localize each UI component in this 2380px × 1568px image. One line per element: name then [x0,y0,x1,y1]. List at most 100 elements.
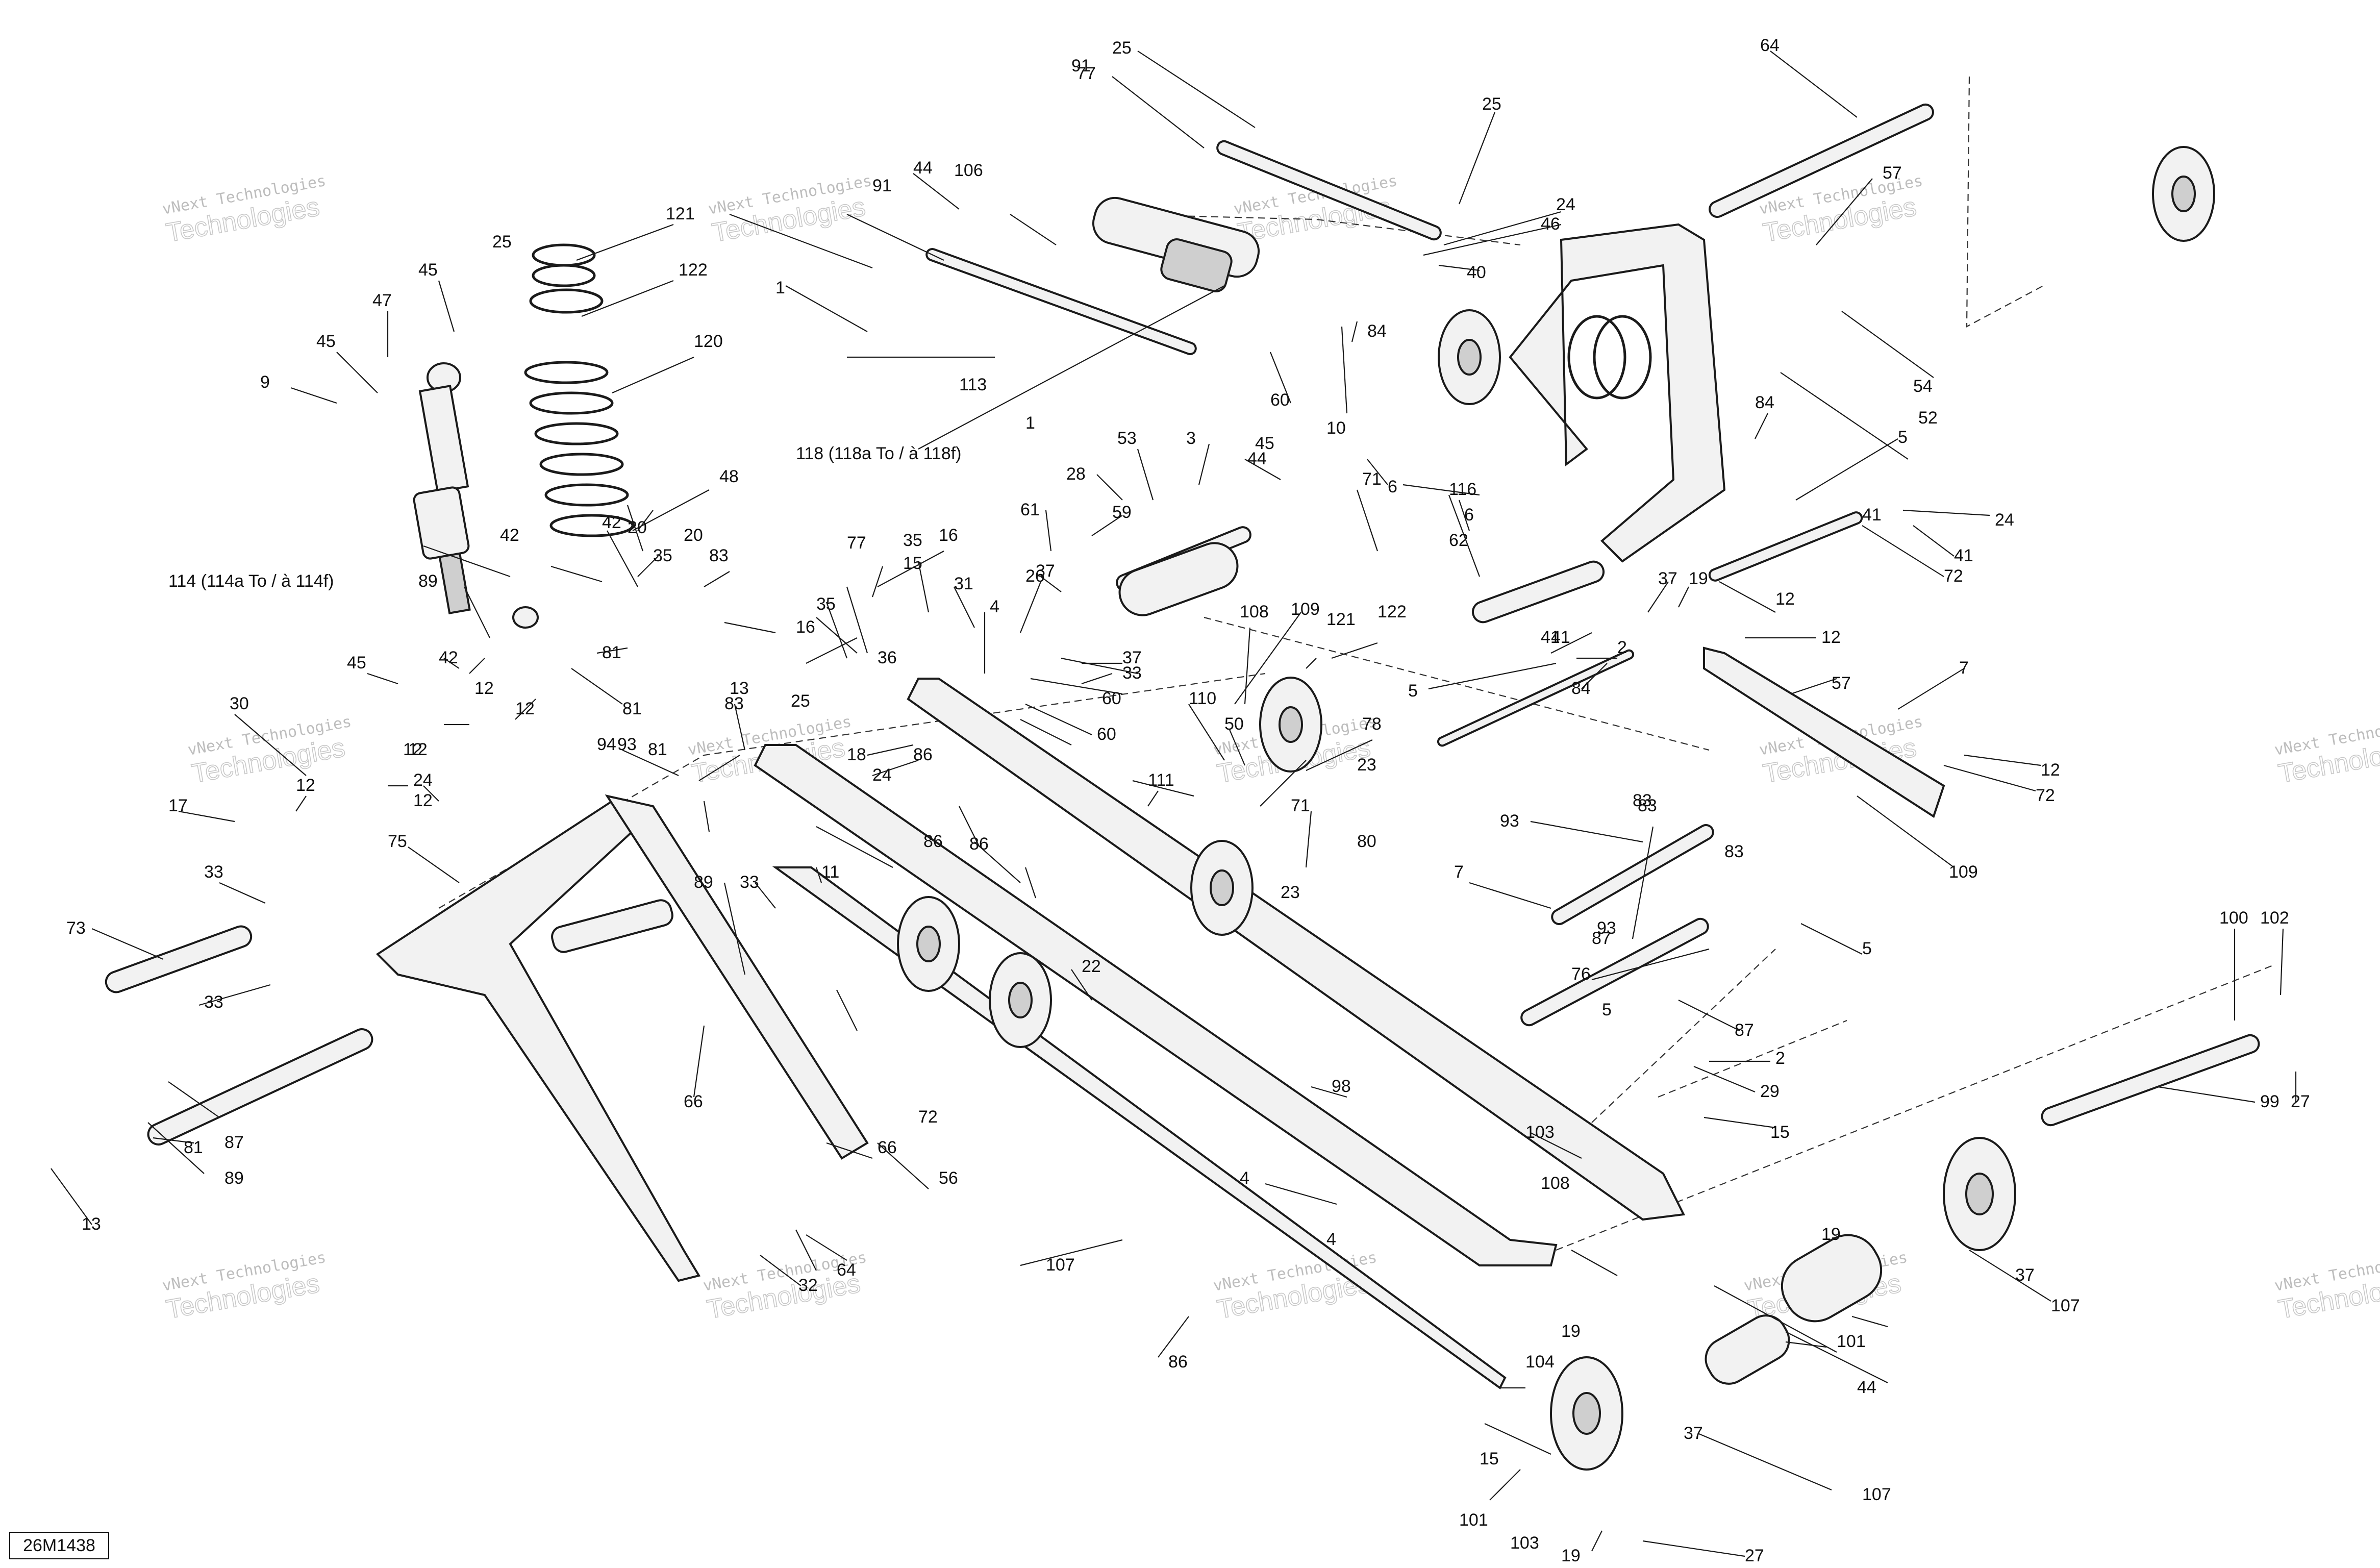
svg-text:57: 57 [1883,163,1902,183]
svg-text:12: 12 [2041,760,2060,780]
svg-text:109: 109 [1949,862,1978,882]
svg-text:24: 24 [1556,195,1575,214]
svg-text:15: 15 [1770,1123,1790,1142]
svg-text:101: 101 [1459,1510,1488,1530]
svg-text:71: 71 [1291,796,1310,815]
spring-cups [529,243,604,314]
svg-text:62: 62 [1449,531,1468,550]
svg-text:86: 86 [1168,1352,1188,1372]
svg-text:59: 59 [1112,503,1132,522]
svg-text:37: 37 [1122,648,1142,667]
svg-text:87: 87 [1592,929,1611,948]
svg-text:91: 91 [1071,56,1091,76]
svg-text:16: 16 [939,526,958,545]
svg-text:45: 45 [418,260,438,280]
svg-text:75: 75 [388,832,407,851]
svg-text:5: 5 [1408,681,1418,701]
svg-text:41: 41 [1954,546,1973,565]
svg-text:41: 41 [1551,628,1570,647]
svg-text:122: 122 [679,260,708,280]
svg-text:29: 29 [1760,1082,1780,1101]
svg-text:121: 121 [1326,610,1356,629]
svg-text:61: 61 [1020,500,1040,519]
svg-text:57: 57 [1832,674,1851,693]
svg-text:6: 6 [1464,505,1474,525]
svg-text:83: 83 [709,546,729,565]
svg-text:83: 83 [1724,842,1744,861]
rear-arm-frame [1509,223,1726,563]
svg-text:19: 19 [1689,569,1708,588]
svg-text:83: 83 [1633,791,1652,810]
svg-text:11: 11 [821,862,839,882]
svg-text:122: 122 [1377,602,1407,621]
svg-text:72: 72 [2036,786,2055,805]
svg-text:81: 81 [602,643,621,662]
svg-text:100: 100 [2219,908,2248,928]
assembly-dashed-lines [438,76,2276,1251]
svg-text:48: 48 [719,467,739,486]
sleeves [1118,542,1883,1385]
svg-text:13: 13 [730,679,749,698]
front-shock-kit-caption: 118 (118a To / à 118f) [796,444,962,463]
svg-text:37: 37 [1658,569,1677,588]
svg-text:12: 12 [474,679,494,698]
svg-text:32: 32 [798,1276,818,1295]
svg-text:80: 80 [1357,832,1376,851]
svg-text:26: 26 [1025,566,1045,586]
rail-brace [1703,646,1945,818]
svg-text:44: 44 [1857,1378,1876,1397]
svg-text:77: 77 [1076,64,1096,83]
svg-text:28: 28 [1066,464,1086,484]
svg-text:23: 23 [1281,883,1300,902]
svg-text:89: 89 [224,1168,244,1188]
svg-text:64: 64 [837,1260,856,1280]
svg-text:110: 110 [1189,689,1216,708]
svg-text:4: 4 [990,597,999,616]
svg-text:66: 66 [684,1092,703,1111]
svg-text:71: 71 [1362,469,1382,489]
svg-text:12: 12 [403,740,422,759]
svg-text:64: 64 [1760,36,1780,55]
svg-text:121: 121 [666,204,695,223]
svg-text:27: 27 [2291,1092,2310,1111]
svg-text:84: 84 [1755,393,1774,412]
svg-text:91: 91 [872,176,892,195]
svg-text:20: 20 [684,526,703,545]
svg-text:53: 53 [1117,429,1137,448]
svg-text:93: 93 [617,735,637,754]
svg-text:5: 5 [1602,1000,1612,1019]
svg-text:41: 41 [1862,505,1882,525]
svg-text:86: 86 [969,834,989,854]
svg-text:12: 12 [1821,628,1841,647]
svg-text:2: 2 [1617,638,1627,657]
svg-text:120: 120 [694,332,723,351]
svg-text:35: 35 [816,594,836,614]
svg-text:93: 93 [1597,918,1616,938]
svg-text:42: 42 [439,648,458,667]
svg-text:109: 109 [1291,600,1320,619]
svg-text:42: 42 [602,513,621,532]
svg-text:12: 12 [413,791,433,810]
svg-text:113: 113 [959,375,987,394]
svg-text:107: 107 [2051,1296,2080,1315]
svg-text:47: 47 [372,291,392,310]
svg-text:52: 52 [1918,408,1938,428]
parts [105,103,2260,1471]
svg-text:45: 45 [316,332,336,351]
svg-text:76: 76 [1571,964,1591,984]
svg-text:37: 37 [1036,561,1055,581]
svg-text:12: 12 [1775,589,1795,609]
leader-lines [51,51,2297,1557]
svg-text:73: 73 [66,918,86,938]
svg-text:19: 19 [1561,1322,1581,1341]
svg-text:15: 15 [1480,1449,1499,1469]
svg-text:81: 81 [184,1138,203,1157]
svg-text:33: 33 [1122,663,1142,683]
svg-text:81: 81 [648,740,667,759]
svg-text:25: 25 [492,232,512,252]
callout-numbers: 25 77 25 64 24 46 40 57 54 52 84 5 24 72… [66,36,2310,1565]
svg-text:24: 24 [413,770,433,790]
svg-text:60: 60 [1097,725,1116,744]
svg-text:45: 45 [347,653,366,673]
